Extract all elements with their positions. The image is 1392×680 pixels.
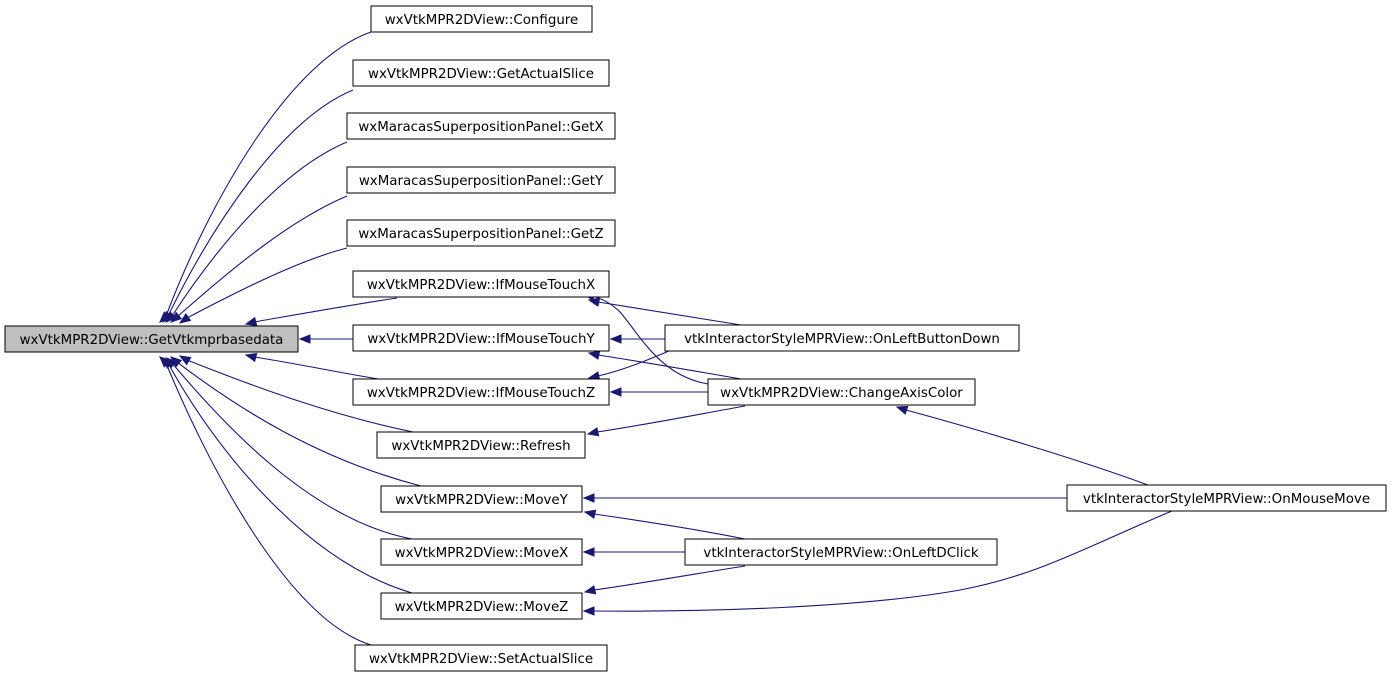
arrowhead-icon (586, 427, 600, 437)
arrowhead-icon (169, 311, 183, 323)
edge-get-y-to-root (169, 195, 348, 323)
node-if-mouse-touch-y[interactable]: wxVtkMPR2DView::IfMouseTouchY (352, 324, 610, 352)
node-label: vtkInteractorStyleMPRView::OnLeftDClick (703, 546, 978, 561)
edge-line (167, 362, 413, 594)
edge-on-left-button-down-to-if-mouse-touch-x (587, 297, 742, 326)
arrowhead-icon (609, 334, 622, 344)
node-if-mouse-touch-z[interactable]: wxVtkMPR2DView::IfMouseTouchZ (352, 378, 610, 406)
node-on-mouse-move[interactable]: vtkInteractorStyleMPRView::OnMouseMove (1066, 484, 1387, 512)
node-label: wxVtkMPR2DView::IfMouseTouchZ (367, 386, 595, 401)
edge-set-actual-slice-to-root (159, 356, 372, 646)
node-refresh[interactable]: wxVtkMPR2DView::Refresh (376, 431, 586, 459)
arrowhead-icon (895, 405, 909, 415)
edge-line (171, 362, 413, 540)
arrowhead-icon (609, 387, 622, 397)
node-label: wxMaracasSuperpositionPanel::GetZ (358, 227, 603, 242)
node-label: wxVtkMPR2DView::IfMouseTouchX (367, 278, 595, 293)
edge-line (597, 301, 742, 326)
node-label: wxVtkMPR2DView::GetActualSlice (368, 67, 594, 82)
edge-line (167, 89, 354, 317)
edge-line (593, 510, 1173, 612)
node-move-x[interactable]: wxVtkMPR2DView::MoveX (380, 538, 583, 566)
edge-refresh-to-root (178, 355, 414, 433)
node-label: vtkInteractorStyleMPRView::OnLeftButtonD… (684, 332, 1000, 347)
arrowhead-icon (582, 493, 595, 503)
edge-line (176, 195, 348, 318)
arrowhead-icon (587, 297, 601, 307)
node-get-x[interactable]: wxMaracasSuperpositionPanel::GetX (346, 112, 616, 140)
node-label: wxVtkMPR2DView::ChangeAxisColor (720, 386, 963, 401)
node-if-mouse-touch-x[interactable]: wxVtkMPR2DView::IfMouseTouchX (352, 270, 610, 298)
node-get-y[interactable]: wxMaracasSuperpositionPanel::GetY (346, 166, 616, 194)
edge-line (905, 409, 1149, 486)
edge-change-axis-color-to-refresh (586, 405, 746, 437)
edge-line (186, 359, 414, 433)
edge-line (253, 356, 398, 383)
arrowhead-icon (583, 509, 597, 519)
node-move-y[interactable]: wxVtkMPR2DView::MoveY (380, 485, 583, 513)
edge-on-left-dclick-to-move-z (583, 565, 746, 595)
arrowhead-icon (178, 313, 192, 324)
node-label: wxVtkMPR2DView::MoveZ (395, 600, 569, 615)
edge-line (253, 297, 398, 323)
node-label: wxVtkMPR2DView::MoveY (395, 493, 569, 508)
node-get-vtkmprbasedata[interactable]: wxVtkMPR2DView::GetVtkmprbasedata (4, 325, 299, 353)
node-label: wxMaracasSuperpositionPanel::GetY (359, 174, 604, 189)
arrowhead-icon (159, 356, 171, 368)
arrowhead-icon (587, 350, 601, 360)
edge-on-left-dclick-to-move-x (582, 547, 685, 557)
node-label: wxMaracasSuperpositionPanel::GetX (358, 120, 603, 135)
node-label: wxVtkMPR2DView::GetVtkmprbasedata (20, 333, 284, 348)
edge-if-mouse-touch-x-to-root (244, 297, 398, 327)
edge-on-left-button-down-to-if-mouse-touch-y (609, 334, 665, 344)
arrowhead-icon (583, 585, 597, 595)
arrowhead-icon (244, 352, 258, 363)
nodes-layer: wxVtkMPR2DView::GetVtkmprbasedata wxVtkM… (4, 5, 1387, 672)
node-get-actual-slice[interactable]: wxVtkMPR2DView::GetActualSlice (352, 59, 610, 87)
arrowhead-icon (244, 316, 258, 327)
edge-line (186, 247, 348, 319)
node-set-actual-slice[interactable]: wxVtkMPR2DView::SetActualSlice (354, 644, 608, 672)
arrowhead-icon (165, 311, 177, 323)
edge-line (176, 361, 422, 487)
node-move-z[interactable]: wxVtkMPR2DView::MoveZ (380, 592, 583, 620)
edge-line (593, 513, 746, 540)
edge-change-axis-color-to-if-mouse-touch-y (587, 350, 742, 380)
node-configure[interactable]: wxVtkMPR2DView::Configure (370, 5, 593, 33)
edge-if-mouse-touch-z-to-root (244, 352, 398, 383)
edge-line (597, 354, 742, 380)
edge-line (165, 31, 372, 317)
edge-get-x-to-root (165, 141, 348, 323)
node-label: vtkInteractorStyleMPRView::OnMouseMove (1083, 492, 1370, 507)
node-on-left-button-down[interactable]: vtkInteractorStyleMPRView::OnLeftButtonD… (664, 324, 1020, 352)
node-get-z[interactable]: wxMaracasSuperpositionPanel::GetZ (346, 219, 616, 247)
arrowhead-icon (582, 547, 595, 557)
node-change-axis-color[interactable]: wxVtkMPR2DView::ChangeAxisColor (707, 378, 976, 406)
edge-change-axis-color-to-if-mouse-touch-z (609, 387, 708, 397)
node-label: wxVtkMPR2DView::Refresh (391, 439, 570, 454)
edge-line (165, 362, 372, 646)
edge-line (171, 141, 348, 317)
node-label: wxVtkMPR2DView::IfMouseTouchY (367, 332, 595, 347)
arrowhead-icon (178, 355, 192, 366)
node-label: wxVtkMPR2DView::Configure (385, 13, 579, 28)
node-on-left-dclick[interactable]: vtkInteractorStyleMPRView::OnLeftDClick (684, 538, 998, 566)
edge-move-y-to-root (169, 356, 422, 487)
arrowhead-icon (582, 606, 595, 616)
node-label: wxVtkMPR2DView::MoveX (395, 546, 569, 561)
edge-get-z-to-root (178, 247, 348, 324)
edge-on-mouse-move-to-move-z (582, 510, 1173, 616)
edge-on-left-dclick-to-move-y (583, 509, 746, 540)
edge-line (593, 565, 746, 591)
arrowhead-icon (298, 334, 311, 344)
edge-on-mouse-move-to-move-y (582, 493, 1067, 503)
edge-line (591, 295, 709, 385)
node-label: wxVtkMPR2DView::SetActualSlice (369, 652, 593, 667)
edge-on-mouse-move-to-change-axis-color (895, 405, 1149, 486)
edge-line (596, 405, 746, 433)
edge-if-mouse-touch-y-to-root (298, 334, 353, 344)
